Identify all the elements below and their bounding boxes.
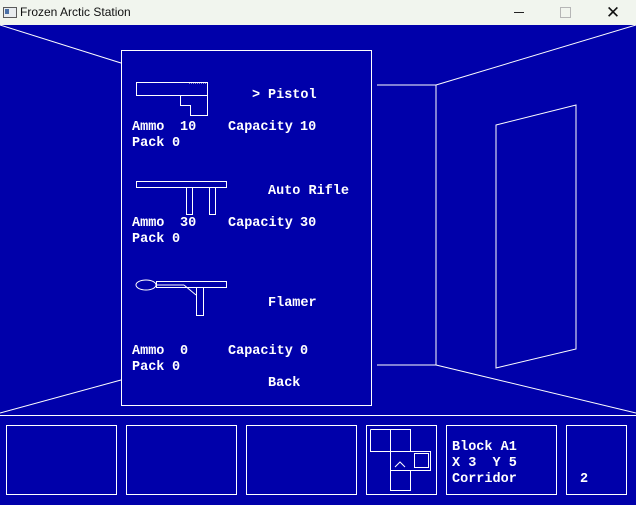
flamer-icon [135,279,227,316]
ammo-label: Ammo [132,120,165,135]
app-icon [3,7,17,18]
pack-label: Pack [132,232,165,247]
ammo-label: Ammo [132,344,165,359]
ammo-value: 0 [180,344,189,359]
ammo-value: 10 [180,120,197,135]
auto-rifle-icon [136,181,227,215]
pack-label: Pack [132,136,165,151]
capacity-value: 30 [300,216,317,231]
pack-value: 0 [172,136,181,151]
minimize-icon [514,12,524,13]
capacity-label: Capacity [228,120,293,135]
capacity-label: Capacity [228,344,293,359]
pack-value: 0 [172,360,181,375]
capacity-value: 0 [300,344,309,359]
window-title: Frozen Arctic Station [20,5,131,19]
capacity-label: Capacity [228,216,293,231]
counter-value: 2 [580,472,589,487]
title-bar: Frozen Arctic Station ✕ [0,0,636,25]
location-block: Block A1 [452,440,517,455]
floor-edge-right [435,364,636,414]
weapon-name-flamer[interactable]: Flamer [268,296,317,311]
weapon-name-pistol[interactable]: Pistol [268,88,317,103]
minimap-frame [366,425,437,495]
game-viewport[interactable]: > Pistol Ammo 10 Capacity 10 Pack 0 Auto… [0,25,636,505]
floor-edge-left [0,379,122,414]
side-door [495,104,577,369]
weapon-menu-panel [121,50,372,406]
maximize-button[interactable] [542,0,588,25]
ammo-value: 30 [180,216,197,231]
location-coords: X 3 Y 5 [452,456,517,471]
pack-value: 0 [172,232,181,247]
close-button[interactable]: ✕ [590,0,636,25]
ceiling-edge-right [435,25,636,86]
pack-label: Pack [132,360,165,375]
minimize-button[interactable] [496,0,542,25]
selection-marker-icon: > [252,88,261,103]
corridor-scene [0,25,636,495]
close-icon: ✕ [605,2,621,22]
inventory-slot-3 [246,425,357,495]
weapon-name-auto-rifle[interactable]: Auto Rifle [268,184,350,199]
back-button[interactable]: Back [268,376,301,391]
minimap-icon [370,429,431,491]
pistol-icon [136,82,208,116]
maximize-icon [559,7,571,18]
ceiling-edge-left [0,25,122,64]
player-arrow-icon [394,461,406,468]
ammo-label: Ammo [132,216,165,231]
inventory-slot-2 [126,425,237,495]
capacity-value: 10 [300,120,317,135]
location-panel [446,425,557,495]
inventory-slot-1 [6,425,117,495]
counter-panel [566,425,627,495]
location-area: Corridor [452,472,517,487]
